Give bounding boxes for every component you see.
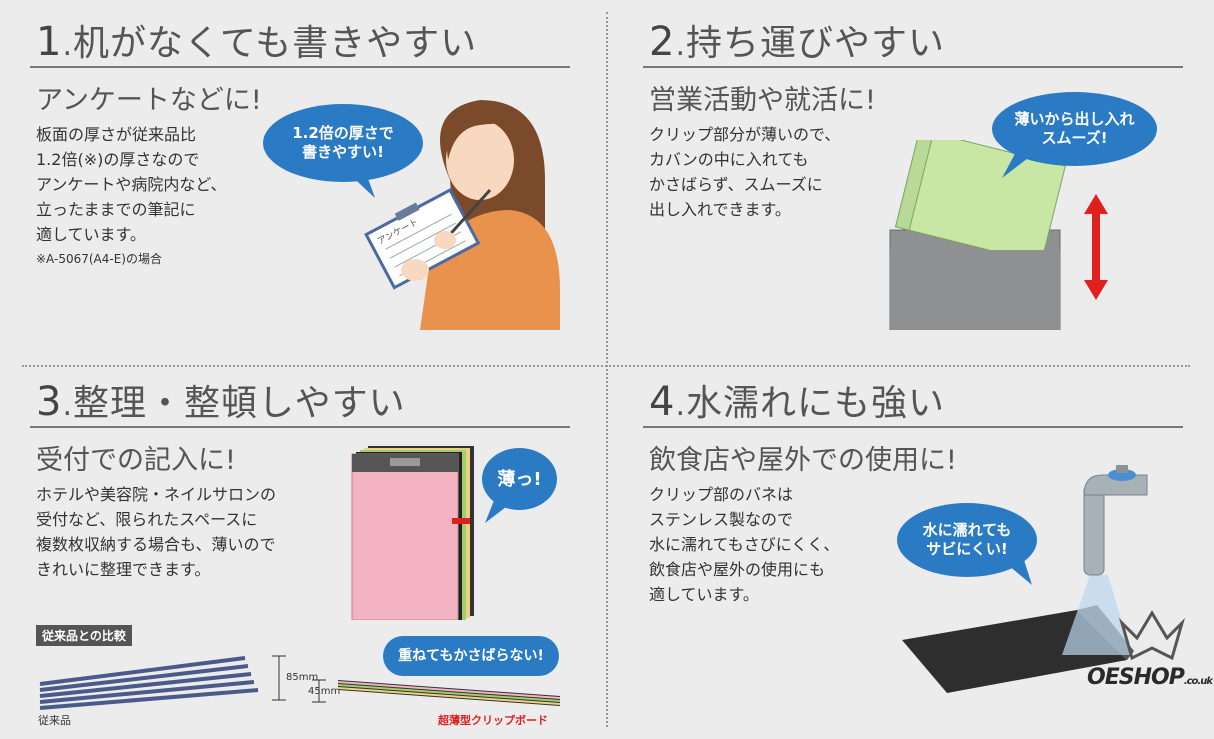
up-down-arrow-icon	[1084, 194, 1108, 300]
panel-2-body: クリップ部分が薄いので、カバンの中に入れてもかさばらず、スムーズに出し入れできま…	[649, 125, 841, 219]
panel-portability: 2.持ち運びやすい 営業活動や就活に! クリップ部分が薄いので、カバンの中に入れ…	[607, 0, 1214, 360]
panel-organizing: 3.整理・整頓しやすい 受付での記入に! ホテルや美容院・ネイルサロンの受付など…	[0, 360, 607, 739]
faucet-and-board-illustration	[902, 465, 1148, 693]
panel-3-heading: 3.整理・整頓しやすい	[36, 379, 406, 425]
vertical-divider	[606, 12, 608, 727]
heading-underline	[30, 426, 570, 428]
heading-underline	[643, 426, 1183, 428]
speech-bubble-stack: 重ねてもかさばらない!	[383, 636, 559, 676]
heading-underline	[30, 66, 570, 68]
panel-2-heading: 2.持ち運びやすい	[649, 19, 946, 65]
panel-water-resistance: 4.水濡れにも強い 飲食店や屋外での使用に! クリップ部のバネはステンレス製なの…	[607, 360, 1214, 739]
panel-3-body: ホテルや美容院・ネイルサロンの受付など、限られたスペースに複数枚収納する場合も、…	[36, 485, 277, 579]
panel-1-subtitle: アンケートなどに!	[36, 85, 262, 116]
speech-bubble-thickness: 1.2倍の厚さで書きやすい!	[263, 104, 423, 182]
measure-line-45	[312, 679, 326, 703]
measure-85: 85mm	[286, 672, 319, 683]
horizontal-divider	[22, 365, 1190, 367]
comparison-label: 従来品との比較	[36, 625, 132, 646]
bubble-tail	[345, 170, 375, 198]
conventional-boards-illustration	[39, 656, 259, 710]
heading-underline	[643, 66, 1183, 68]
thin-boards-illustration	[338, 680, 561, 706]
panel-3-subtitle: 受付での記入に!	[36, 445, 236, 476]
woman-writing-illustration: アンケート	[364, 100, 560, 330]
bubble-tail	[1002, 560, 1032, 585]
panel-4-heading: 4.水濡れにも強い	[649, 379, 946, 425]
caption-conventional: 従来品	[38, 714, 71, 727]
watermark-text: OESHOP.co.uk	[1087, 665, 1213, 690]
caption-ultrathin: 超薄型クリップボード	[438, 714, 548, 727]
panel-2-subtitle: 営業活動や就活に!	[649, 85, 876, 116]
panel-4-body: クリップ部のバネはステンレス製なので水に濡れてもさびにくく、飲食店や屋外の使用に…	[649, 485, 840, 604]
measure-45: 45mm	[308, 686, 341, 697]
panel-1-heading: 1.机がなくても書きやすい	[36, 19, 478, 65]
footnote: ※A-5067(A4-E)の場合	[36, 252, 162, 266]
measure-line-85	[272, 655, 286, 701]
bubble-tail	[1002, 150, 1032, 178]
bubble-tail	[485, 498, 510, 523]
panel-4-subtitle: 飲食店や屋外での使用に!	[649, 445, 957, 476]
stacked-clipboards-illustration	[351, 446, 474, 620]
bag-with-clipboard-illustration	[889, 140, 1066, 330]
oeshop-logo-icon	[1118, 610, 1186, 661]
